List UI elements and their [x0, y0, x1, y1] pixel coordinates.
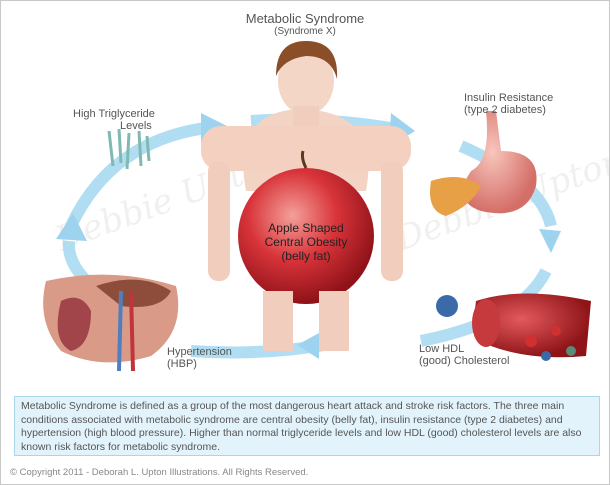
hdl-label: Low HDL (good) Cholesterol	[419, 343, 510, 367]
triglyceride-label: High Triglyceride Levels	[73, 108, 155, 132]
page-subtitle: (Syndrome X)	[274, 26, 336, 37]
insulin-label-line2: (type 2 diabetes)	[464, 104, 546, 116]
copyright: © Copyright 2011 - Deborah L. Upton Illu…	[10, 467, 309, 478]
hdl-label-line2: (good) Cholesterol	[419, 355, 510, 367]
woman-illustration	[201, 41, 411, 351]
apple-belly	[238, 168, 374, 304]
hypertension-label: Hypertension (HBP)	[167, 346, 232, 370]
triglyceride-label-line2: Levels	[120, 120, 152, 132]
kidney-organs-illustration	[43, 274, 179, 372]
description-box: Metabolic Syndrome is defined as a group…	[14, 396, 600, 456]
apple-label-line3: (belly fat)	[281, 249, 331, 263]
page-title: Metabolic Syndrome	[245, 11, 365, 26]
hdl-label-line1: Low HDL	[419, 343, 465, 355]
insulin-label: Insulin Resistance (type 2 diabetes)	[464, 92, 553, 116]
hypertension-label-line2: (HBP)	[167, 358, 197, 370]
apple-label-line2: Central Obesity	[264, 235, 348, 249]
triglyceride-molecules-illustration	[107, 128, 151, 170]
apple-label: Apple Shaped Central Obesity (belly fat)	[241, 221, 371, 263]
apple-label-line1: Apple Shaped	[268, 221, 344, 235]
blood-vessel-illustration	[436, 293, 591, 361]
stomach-pancreas-illustration	[430, 111, 537, 216]
hypertension-label-line1: Hypertension	[167, 346, 232, 358]
insulin-label-line1: Insulin Resistance	[464, 92, 554, 104]
triglyceride-label-line1: High Triglyceride	[73, 108, 155, 120]
